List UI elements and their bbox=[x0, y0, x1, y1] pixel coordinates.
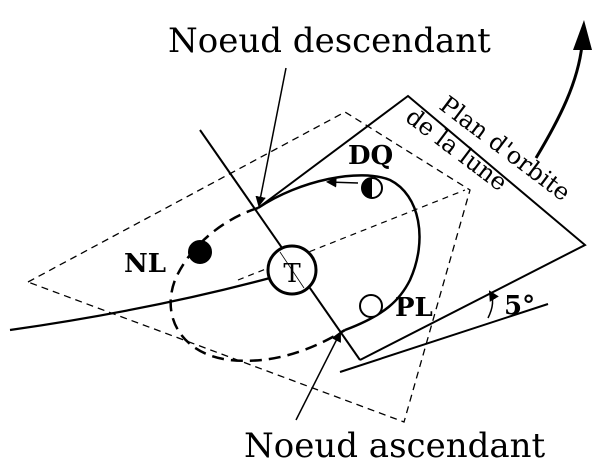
ecliptic-direction-line bbox=[237, 189, 466, 281]
ecliptic-plane bbox=[26, 111, 471, 423]
angle-arc bbox=[487, 290, 499, 319]
moon-orbit-plane bbox=[257, 94, 587, 361]
curved-arrow-icon bbox=[534, 44, 584, 159]
moon-orbit-back bbox=[169, 206, 346, 362]
orbit-direction-arrow bbox=[325, 177, 359, 188]
moon-orbit-front bbox=[257, 174, 421, 332]
curved-arrow-head bbox=[573, 20, 592, 50]
earth-label: T bbox=[283, 259, 301, 289]
line-of-nodes bbox=[199, 129, 361, 361]
pl-label: PL bbox=[395, 293, 433, 323]
full-moon bbox=[359, 294, 383, 318]
sun-direction-line bbox=[9, 276, 271, 332]
last-quarter-moon bbox=[361, 177, 383, 199]
dq-label: DQ bbox=[348, 141, 393, 171]
descending-node-leader bbox=[255, 67, 287, 208]
nl-label: NL bbox=[124, 249, 166, 279]
ascending-node-leader bbox=[295, 331, 341, 421]
ecliptic-edge-line bbox=[339, 303, 549, 373]
new-moon bbox=[188, 240, 212, 264]
ascending-node-label: Noeud ascendant bbox=[244, 426, 546, 466]
angle-label: 5° bbox=[504, 291, 535, 321]
descending-node-label: Noeud descendant bbox=[168, 21, 491, 61]
earth-axis-line bbox=[279, 251, 305, 289]
orbit-plane-label: Plan d'orbite de la lune bbox=[400, 90, 575, 206]
